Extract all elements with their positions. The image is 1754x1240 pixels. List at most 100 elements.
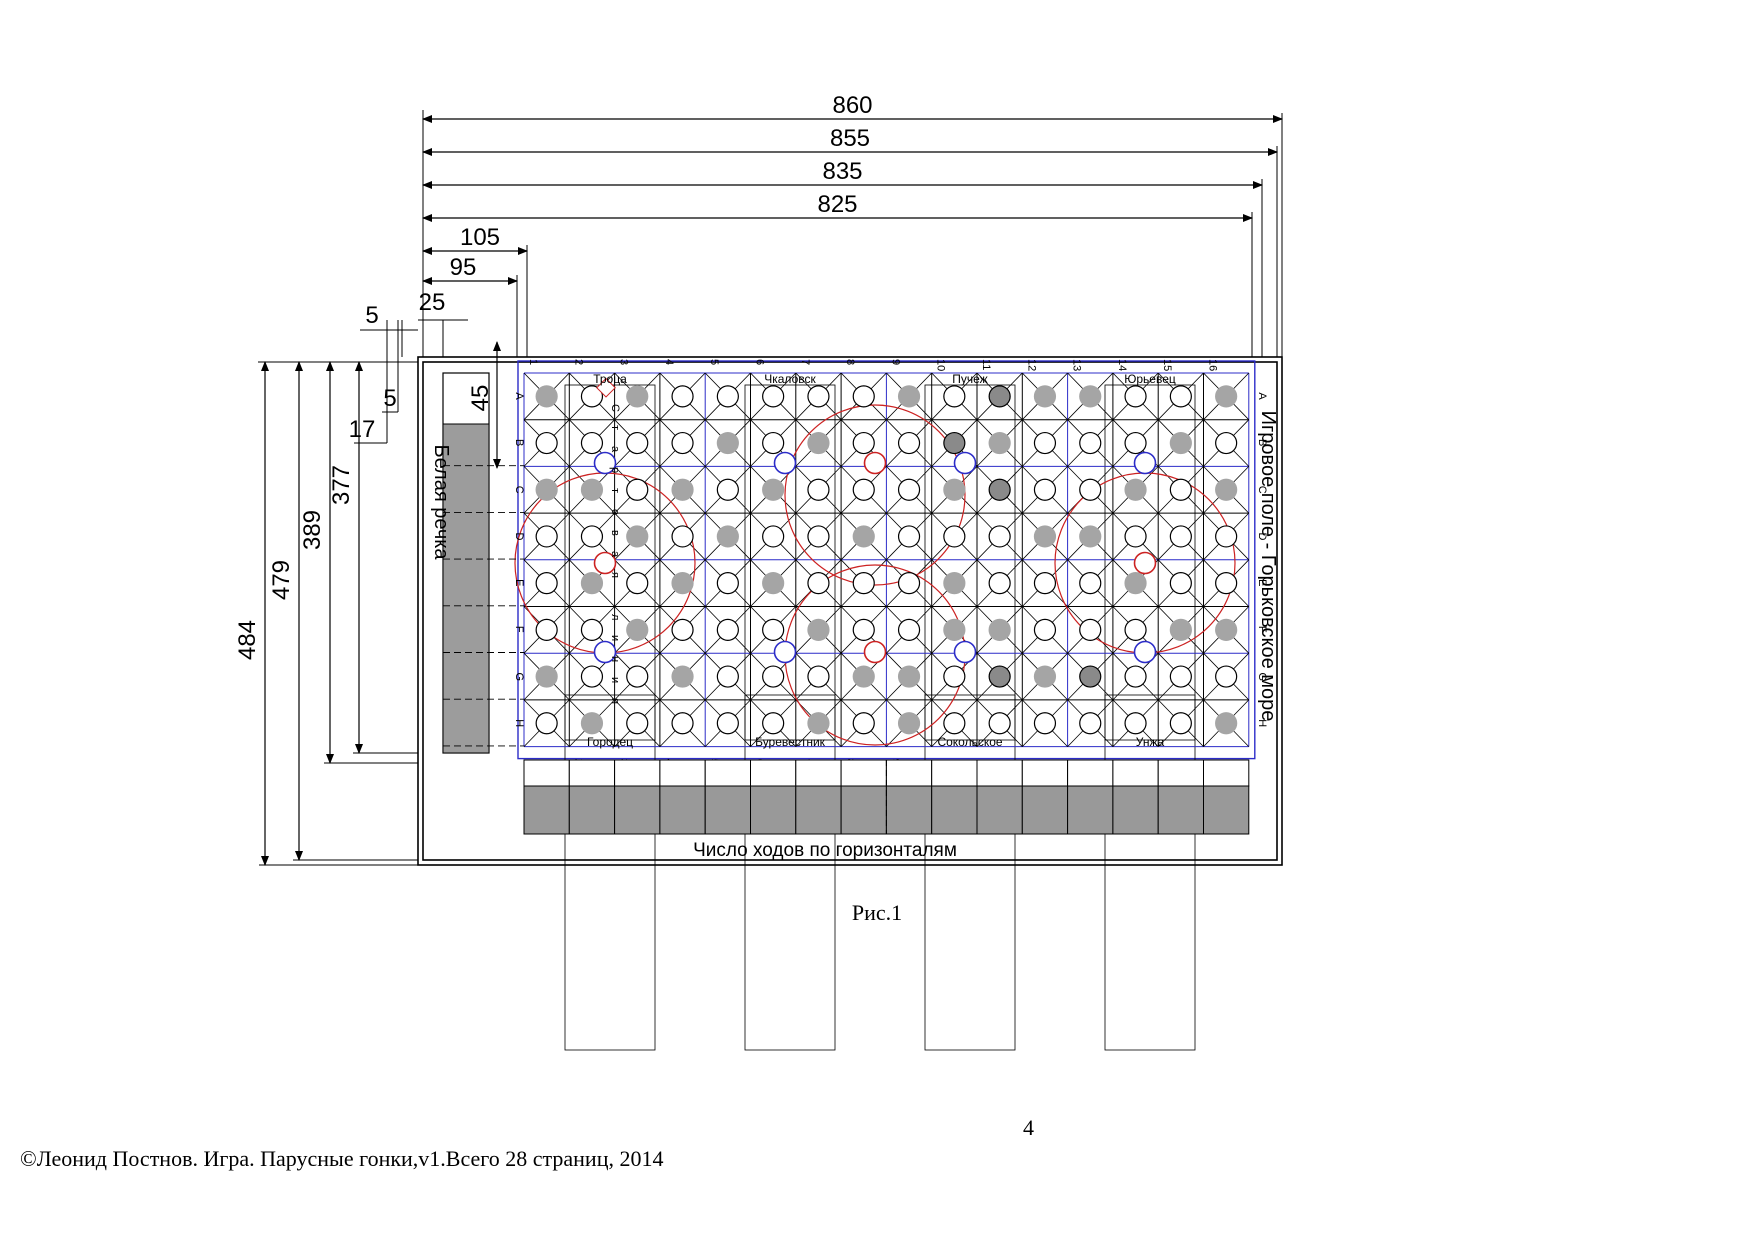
board-node [852, 618, 875, 641]
move-count-cell [750, 759, 797, 787]
board-node [716, 572, 739, 595]
board-node [762, 712, 785, 735]
board-node [897, 618, 921, 641]
start-line-letter: и [609, 635, 621, 641]
move-count-bar [568, 785, 616, 835]
move-count-bar [1067, 785, 1114, 835]
board-node [535, 712, 558, 735]
column-label-top: 13 [1071, 359, 1083, 371]
board-node [1033, 478, 1057, 501]
board-node [716, 618, 739, 641]
board-node [671, 478, 694, 501]
board-node [943, 712, 966, 735]
board-node [1033, 385, 1057, 408]
board-node [1124, 665, 1147, 688]
board-node [1079, 525, 1102, 548]
board-node [1124, 525, 1147, 548]
board-node [852, 572, 875, 595]
board-node [807, 712, 830, 735]
board-node [897, 665, 921, 688]
board-node [580, 478, 604, 501]
board-node [535, 665, 558, 688]
board-node [943, 665, 966, 688]
board-node [943, 525, 966, 548]
figure-caption: Рис.1 [851, 900, 903, 925]
outer-frame [417, 356, 1283, 866]
board-node [580, 712, 604, 735]
column-label-top: 12 [1025, 359, 1037, 371]
move-count-bar [659, 785, 706, 835]
move-count-bar [750, 785, 797, 835]
move-count-cell [795, 759, 842, 787]
move-count-cell [1157, 759, 1204, 787]
dimension-label: 855 [830, 125, 870, 152]
board-node [1215, 572, 1238, 595]
board-node [1169, 712, 1192, 735]
sector-frame [1104, 384, 1196, 741]
city-label-bottom: Буревестник [755, 735, 826, 749]
board-node [626, 385, 649, 408]
move-count-cell [704, 759, 752, 787]
board-node [671, 712, 694, 735]
route-marker [593, 551, 617, 575]
board-node [716, 525, 739, 548]
row-label-right: B [1256, 439, 1268, 446]
move-count-cell [840, 759, 887, 787]
board-node [807, 665, 830, 688]
sector-frame [1104, 694, 1196, 1051]
sector-frame [924, 384, 1016, 741]
city-label-top: Пучеж [952, 372, 987, 386]
board-node [1033, 712, 1057, 735]
move-count-bar [885, 785, 933, 835]
dimension-label: 95 [450, 254, 477, 281]
board-node [1215, 385, 1238, 408]
board-node [762, 572, 785, 595]
board-node [988, 385, 1011, 408]
board-node [852, 712, 875, 735]
move-count-cell [523, 759, 570, 787]
city-label-bottom: Сокольское [937, 735, 1002, 749]
dimension-label: 5 [383, 385, 396, 412]
move-count-table [523, 759, 1250, 835]
board-node [852, 385, 875, 408]
column-label-top: 11 [980, 359, 992, 370]
row-label-left: D [513, 532, 525, 540]
dimension-label: 45 [467, 385, 494, 412]
column-label-top: 8 [844, 359, 856, 365]
board-node [1124, 431, 1147, 455]
row-label-left: C [513, 486, 525, 494]
board-node [1215, 665, 1238, 688]
board-node [1079, 665, 1102, 688]
buoy-marker [773, 640, 797, 664]
buoy-marker [1133, 451, 1157, 475]
board-node [1215, 431, 1238, 455]
board-node [535, 385, 558, 408]
board-node [671, 525, 694, 548]
move-count-bar [1203, 785, 1250, 835]
board-node [1079, 618, 1102, 641]
dimension-label: 25 [419, 289, 446, 316]
row-guides [443, 465, 524, 747]
start-marker [596, 377, 616, 398]
board-node [716, 712, 739, 735]
board-node [1124, 618, 1147, 641]
start-line-letter: в [609, 530, 621, 536]
route-marker [863, 640, 887, 664]
column-label-top: 4 [663, 359, 675, 365]
board-node [580, 665, 604, 688]
move-count-cell [976, 759, 1023, 787]
board-node [807, 618, 830, 641]
board-node [580, 385, 604, 408]
board-node [1169, 665, 1192, 688]
board-node [716, 431, 739, 455]
city-label-top: Чкаловск [764, 372, 816, 386]
board-node [626, 431, 649, 455]
board-node [807, 525, 830, 548]
board-node [943, 572, 966, 595]
board-node [626, 712, 649, 735]
column-label-top: 14 [1116, 359, 1128, 371]
move-count-cell [931, 759, 978, 787]
board-node [852, 525, 875, 548]
